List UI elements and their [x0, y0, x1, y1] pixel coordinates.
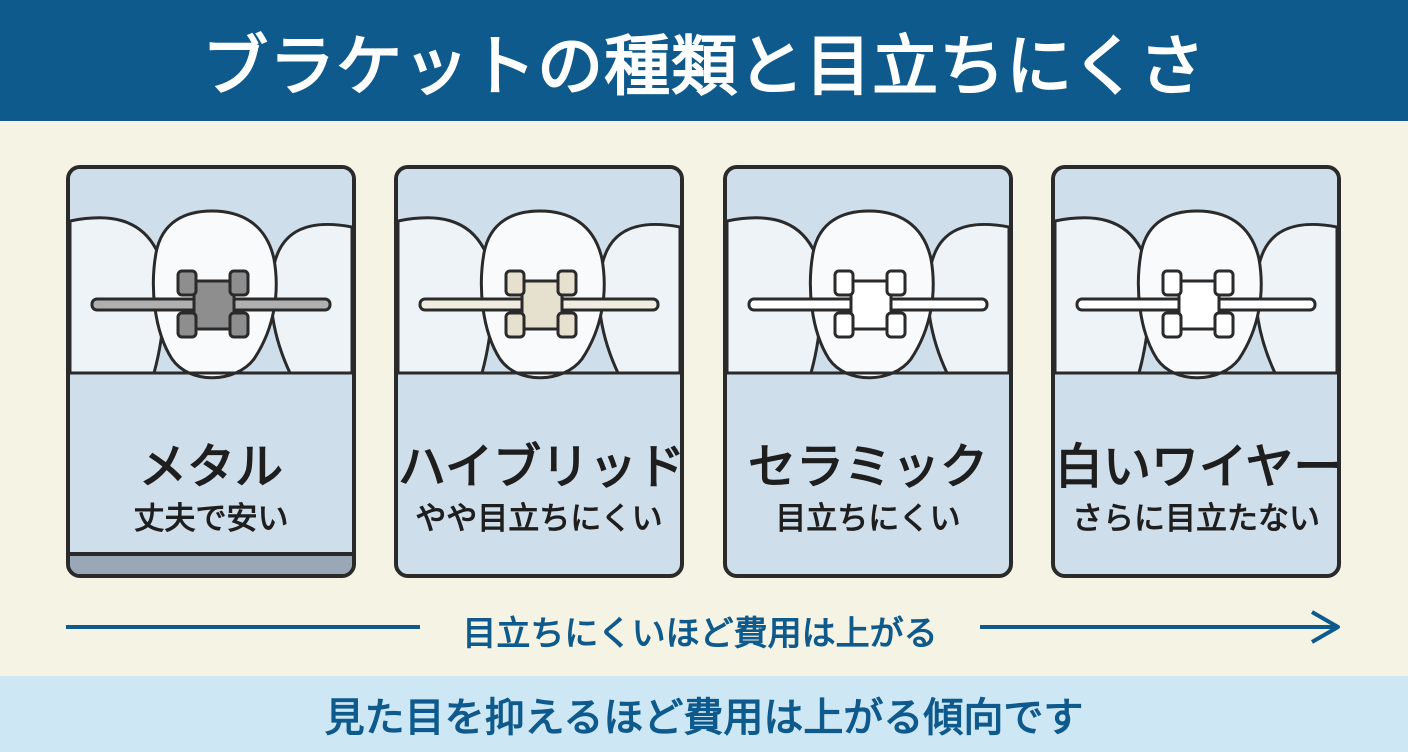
bracket-wing — [556, 311, 578, 339]
bracket-wing — [885, 311, 907, 339]
arrow-label: 目立ちにくいほど費用は上がる — [420, 606, 980, 655]
teeth-braces-illustration-white-wire — [1055, 169, 1337, 419]
bracket-body — [849, 279, 893, 331]
footer-banner: 見た目を抑えるほど費用は上がる傾向です — [0, 676, 1408, 752]
card-description: やや目立ちにくい — [415, 501, 663, 537]
bracket-wing — [228, 269, 250, 297]
bracket-wing — [833, 311, 855, 339]
bracket-wing — [1213, 311, 1235, 339]
bracket-wing — [1213, 269, 1235, 297]
card-name: ハイブリッド — [398, 439, 684, 495]
bracket-wing — [833, 269, 855, 297]
card-name: メタル — [138, 439, 283, 495]
bracket-wing — [504, 311, 526, 339]
card-description: 丈夫で安い — [133, 501, 289, 537]
header-bar: ブラケットの種類と目立ちにくさ — [0, 0, 1408, 121]
page-title: ブラケットの種類と目立ちにくさ — [202, 27, 1206, 105]
teeth-braces-illustration-metal — [70, 169, 352, 419]
card-white-wire: 白いワイヤー さらに目立たない — [1051, 165, 1341, 578]
tooth-left — [727, 216, 823, 375]
tooth-left — [70, 216, 166, 375]
bracket-wing — [504, 269, 526, 297]
bracket-wing — [176, 311, 198, 339]
card-base-strip — [70, 552, 352, 574]
bracket-wing — [885, 269, 907, 297]
bracket-wing — [176, 269, 198, 297]
bracket-wing — [228, 311, 250, 339]
bracket-wing — [1161, 311, 1183, 339]
card-hybrid: ハイブリッド やや目立ちにくい — [394, 165, 684, 578]
bracket-body — [1177, 279, 1221, 331]
tooth-left — [1055, 216, 1151, 375]
tooth-left — [398, 216, 494, 375]
card-name: セラミック — [747, 439, 988, 495]
teeth-braces-illustration-hybrid — [398, 169, 680, 419]
card-name: 白いワイヤー — [1055, 439, 1341, 495]
card-description: さらに目立たない — [1072, 501, 1320, 537]
card-ceramic: セラミック 目立ちにくい — [723, 165, 1013, 578]
bracket-wing — [556, 269, 578, 297]
teeth-braces-illustration-ceramic — [727, 169, 1009, 419]
bracket-body — [192, 279, 236, 331]
footer-text: 見た目を抑えるほど費用は上がる傾向です — [324, 695, 1084, 741]
card-description: 目立ちにくい — [775, 501, 961, 537]
bracket-wing — [1161, 269, 1183, 297]
bracket-body — [520, 279, 564, 331]
cost-arrow: 目立ちにくいほど費用は上がる — [0, 600, 1408, 656]
card-metal: メタル 丈夫で安い — [66, 165, 356, 578]
